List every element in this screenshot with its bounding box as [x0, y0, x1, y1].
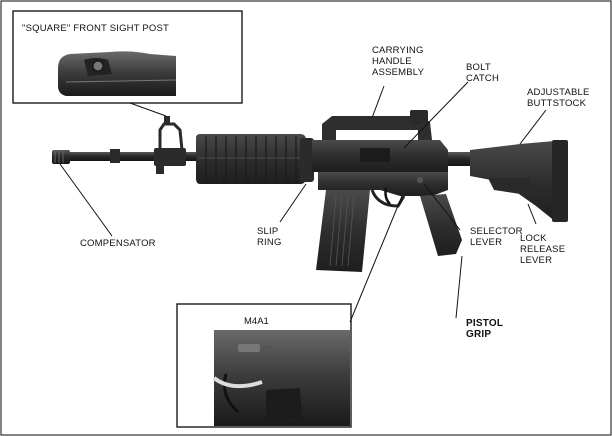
compensator-label: COMPENSATOR	[80, 238, 156, 249]
front-sight	[158, 122, 184, 152]
pistol-grip-label: PISTOL GRIP	[466, 318, 504, 340]
compensator-part	[52, 150, 70, 164]
slip-ring-part	[300, 138, 314, 182]
lock-release-lever-label: LOCK RELEASE LEVER	[520, 233, 566, 266]
bolt-catch-label: BOLT CATCH	[466, 62, 500, 84]
handguard	[196, 134, 306, 184]
slip-ring-label: SLIP RING	[257, 226, 282, 248]
front-sight-label: "SQUARE" FRONT SIGHT POST	[22, 23, 170, 34]
rifle-illustration	[52, 110, 568, 272]
pistol-grip-part	[420, 194, 462, 256]
buttstock-label: ADJUSTABLE BUTTSTOCK	[527, 87, 590, 109]
m4a1-label: M4A1	[244, 316, 269, 327]
receiver-inset	[176, 303, 352, 428]
barrel	[70, 152, 200, 161]
leader-lines	[59, 81, 547, 323]
magazine	[316, 190, 370, 272]
front-sight-inset	[12, 10, 243, 104]
carrying-handle-part	[322, 116, 432, 140]
carrying-handle-label: CARRYING HANDLE ASSEMBLY	[372, 45, 425, 78]
selector-lever-label: SELECTOR LEVER	[470, 226, 523, 248]
